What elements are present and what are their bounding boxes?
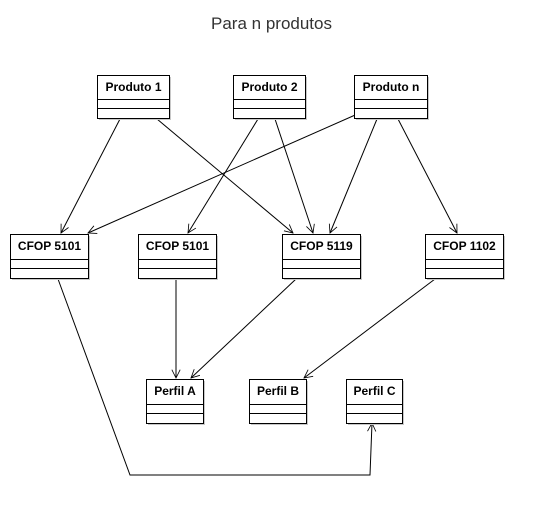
class-box-frame (10, 234, 89, 279)
class-box-c4[interactable]: CFOP 1102 (425, 234, 506, 281)
class-box-label: CFOP 1102 (433, 239, 496, 253)
edge-p2-to-c2 (188, 118, 259, 233)
class-box-frame (146, 379, 204, 424)
class-box-label: Perfil C (353, 384, 395, 398)
class-box-frame (425, 234, 504, 279)
class-box-label: Perfil A (154, 384, 196, 398)
edge-pn-to-c3 (330, 118, 378, 233)
class-box-frame (354, 75, 428, 119)
class-box-c1[interactable]: CFOP 5101 (10, 234, 91, 281)
class-box-p1[interactable]: Produto 1 (97, 75, 172, 121)
edge-c3-to-fa (191, 278, 297, 378)
diagram-title: Para n produtos (211, 14, 332, 33)
class-box-frame (138, 234, 217, 279)
class-box-frame (249, 379, 307, 424)
class-box-frame (282, 234, 361, 279)
class-box-label: CFOP 5101 (146, 239, 209, 253)
class-box-label: Produto 1 (106, 80, 162, 94)
edge-c1-to-fc (57, 278, 372, 476)
edge-p2-to-c3 (274, 118, 313, 233)
class-box-fa[interactable]: Perfil A (146, 379, 206, 426)
class-box-label: Produto 2 (242, 80, 298, 94)
class-box-p2[interactable]: Produto 2 (233, 75, 308, 121)
class-box-fb[interactable]: Perfil B (249, 379, 309, 426)
edge-p1-to-c3 (156, 118, 293, 233)
class-box-label: CFOP 5101 (18, 239, 81, 253)
class-box-c2[interactable]: CFOP 5101 (138, 234, 219, 281)
edge-p1-to-c1 (60, 118, 121, 233)
class-box-frame (346, 379, 403, 424)
class-box-frame (233, 75, 306, 119)
nodes-layer: Produto 1 Produto 2 Produto n CFOP 5101 CFOP… (10, 75, 506, 426)
edge-pn-to-c1 (88, 111, 363, 233)
edge-pn-to-c4 (397, 118, 458, 233)
class-box-fc[interactable]: Perfil C (346, 379, 405, 426)
class-box-label: CFOP 5119 (290, 239, 353, 253)
class-box-pn[interactable]: Produto n (354, 75, 430, 121)
class-box-c3[interactable]: CFOP 5119 (282, 234, 363, 281)
class-box-frame (97, 75, 170, 119)
edge-c4-to-fb (304, 278, 436, 378)
class-box-label: Produto n (363, 80, 420, 94)
class-box-label: Perfil B (257, 384, 299, 398)
edges-layer (57, 111, 458, 476)
